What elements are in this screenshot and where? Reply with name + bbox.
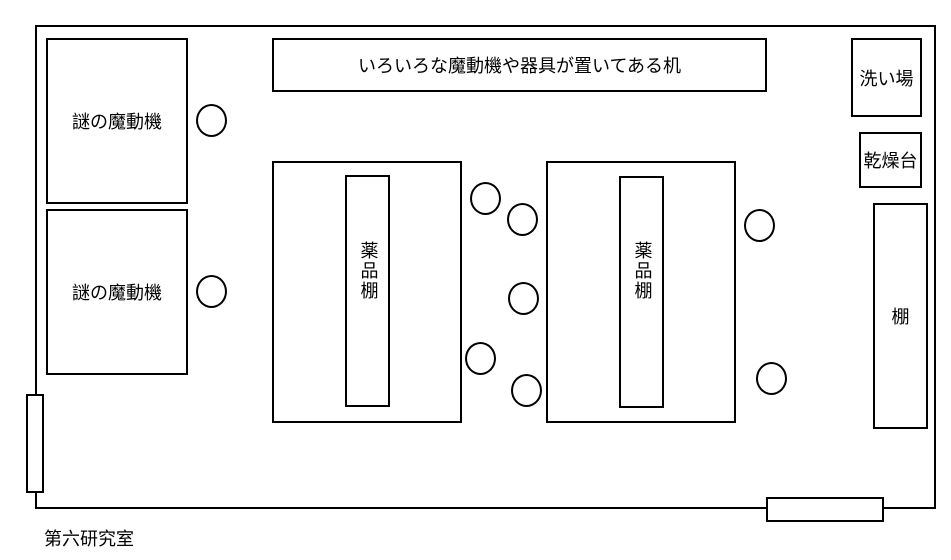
- chair: [756, 362, 787, 395]
- medicine-shelf-label: 薬品棚: [631, 241, 653, 301]
- door-left[interactable]: [26, 394, 44, 493]
- shelf-label: 棚: [891, 307, 910, 328]
- top-desk: いろいろな魔動機や器具が置いてある机: [272, 38, 767, 92]
- door-bottom[interactable]: [766, 497, 884, 522]
- chair: [508, 282, 539, 315]
- chair: [196, 275, 227, 308]
- top-desk-label: いろいろな魔動機や器具が置いてある机: [358, 56, 681, 77]
- medicine-shelf-1: 薬品棚: [345, 175, 390, 407]
- chair: [196, 104, 227, 137]
- sink: 洗い場: [851, 38, 922, 117]
- chair: [744, 209, 775, 242]
- mystery-machine-label: 謎の魔動機: [72, 112, 162, 133]
- chair: [465, 342, 496, 375]
- mystery-machine-2: 謎の魔動機: [46, 209, 188, 375]
- shelf: 棚: [873, 203, 928, 429]
- chair: [507, 203, 538, 236]
- chair: [470, 182, 501, 215]
- room-name-caption: 第六研究室: [44, 529, 134, 550]
- mystery-machine-1: 謎の魔動機: [46, 38, 188, 204]
- mystery-machine-label: 謎の魔動機: [72, 283, 162, 304]
- medicine-shelf-2: 薬品棚: [619, 176, 664, 408]
- medicine-shelf-label: 薬品棚: [357, 241, 379, 301]
- drying-rack-label: 乾燥台: [863, 151, 918, 172]
- drying-rack: 乾燥台: [859, 132, 922, 188]
- sink-label: 洗い場: [859, 68, 914, 90]
- chair: [511, 374, 542, 407]
